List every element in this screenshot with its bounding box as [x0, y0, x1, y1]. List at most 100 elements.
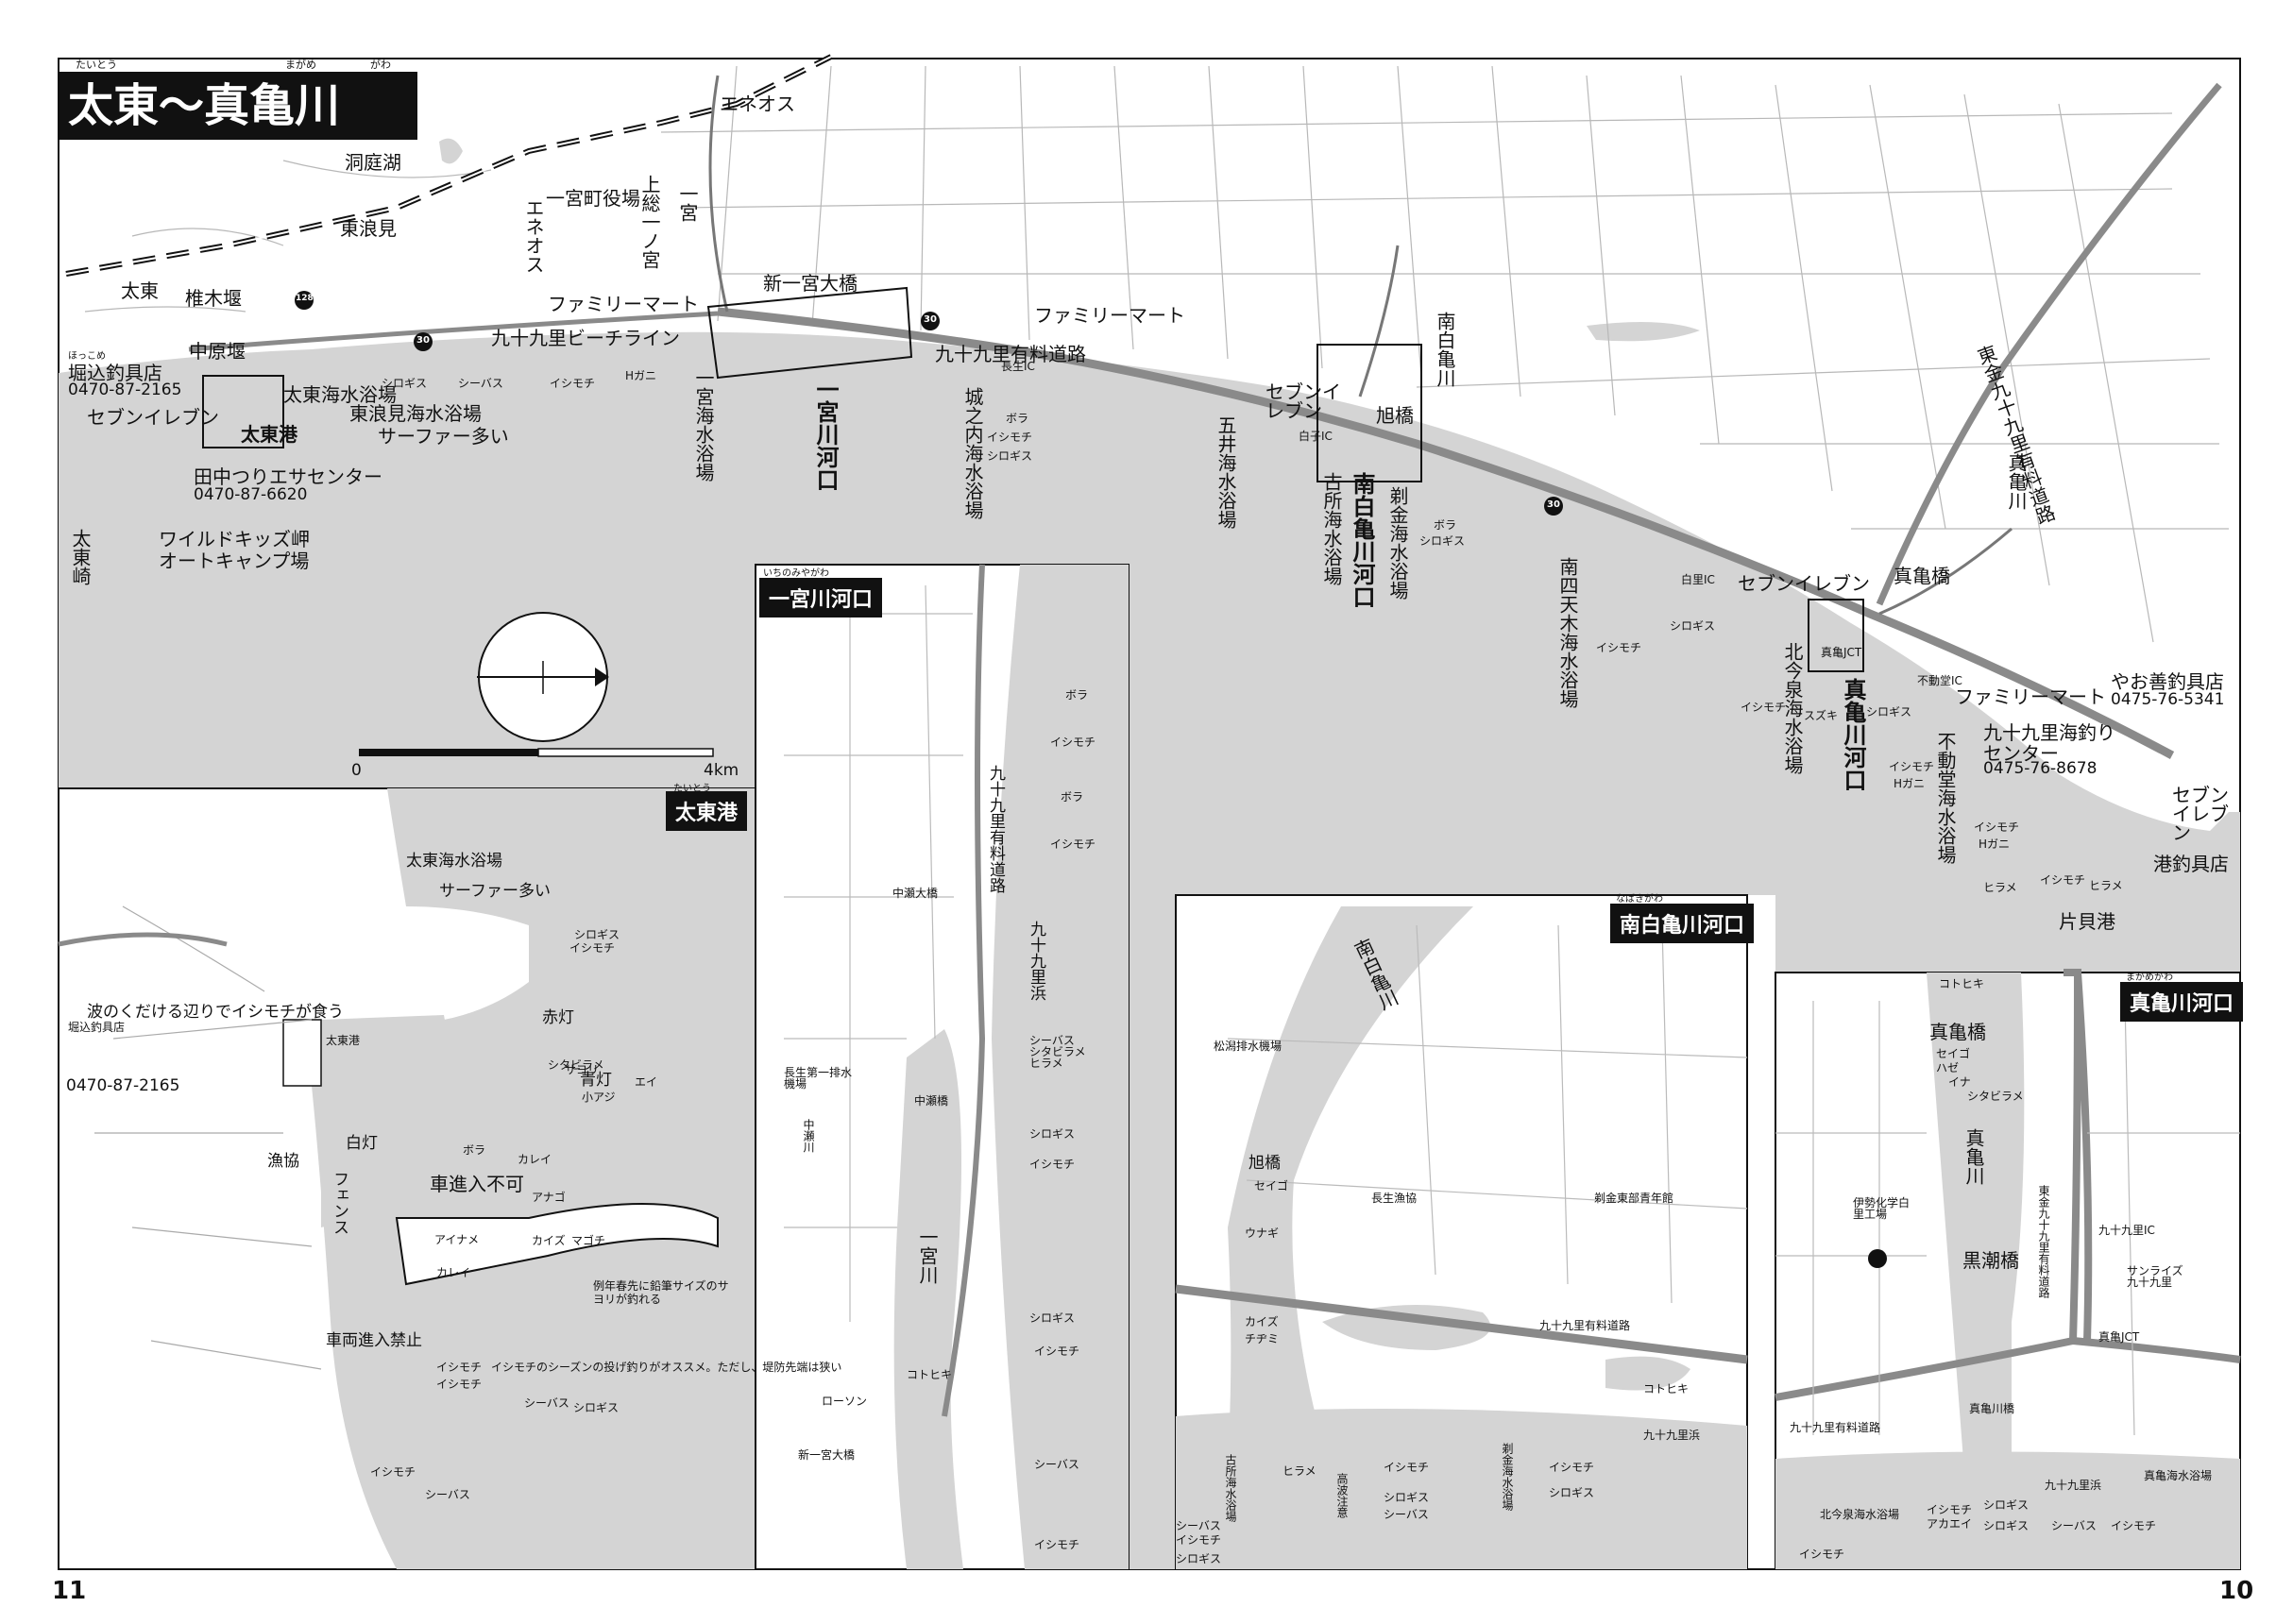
label-taito-cape: 太東崎: [69, 529, 92, 585]
magame-label: 九十九里IC: [2098, 1224, 2155, 1237]
magame-label: 伊勢化学白里工場: [1853, 1196, 1911, 1221]
label-h-gani: Hガニ: [625, 369, 657, 382]
label-magame-river: 真亀川: [2005, 453, 2028, 510]
label-familymart-1: ファミリーマート: [548, 293, 699, 315]
fish-label: ボラ: [1434, 518, 1457, 532]
beach-shironouchi: 城之内海水浴場: [961, 387, 984, 519]
label-nakabara-seki: 中原堰: [189, 340, 246, 363]
inset-taito: [58, 787, 756, 1570]
fish-label: シロギス: [1419, 534, 1466, 548]
label-taito-port: 太東港: [241, 423, 297, 446]
ichinomiya-fish: イシモチ: [1050, 837, 1096, 851]
ichinomiya-fish: シーバス: [1034, 1458, 1079, 1471]
nanpaku-fish: イシモチ: [1176, 1533, 1222, 1547]
label-ichinomiya-estuary: 一宮川河口: [812, 378, 839, 491]
taito-label: 白灯: [346, 1134, 378, 1153]
label-shirasato-ic: 白里IC: [1681, 573, 1715, 586]
magame-label: 東金九十九里有料道路: [2037, 1185, 2050, 1298]
ichinomiya-label: コトヒキ: [907, 1368, 953, 1381]
taito-fish: イシモチ: [436, 1378, 483, 1391]
inset-title-nanpaku: なばきがわ 南白亀川河口: [1610, 894, 1755, 943]
label-fudodo-ic: 不動堂IC: [1917, 674, 1962, 687]
label-seven-eleven-3: セブンイレブン: [2172, 784, 2229, 844]
nanpaku-fish: シーバス: [1176, 1519, 1221, 1532]
nanpaku-label: 長生漁協: [1371, 1192, 1418, 1205]
local-roads: [84, 65, 2229, 643]
magame-label: サンライズ九十九里: [2127, 1264, 2183, 1289]
taito-fish: カイズ: [532, 1234, 566, 1247]
magame-label: 真亀川: [1962, 1128, 1985, 1185]
ichinomiya-label: 中瀬橋: [914, 1094, 949, 1108]
title-ruby-1: たいとう: [76, 59, 117, 71]
ichinomiya-label: 九十九里有料道路: [986, 765, 1005, 893]
taito-port-marker: [202, 375, 284, 448]
label-nanpaku-estuary: 南白亀川河口: [1349, 472, 1375, 608]
nanpaku-fish: イシモチ: [1384, 1461, 1430, 1474]
taito-label: 漁協: [267, 1152, 299, 1171]
ichinomiya-label: 長生第一排水機場: [784, 1066, 853, 1091]
togane-toll-road: [1876, 82, 2222, 606]
magame-label: 九十九里浜: [2045, 1479, 2102, 1492]
map-title: 太東〜真亀川: [68, 79, 341, 132]
label-town-hall: 一宮町役場: [546, 187, 640, 210]
magame-fish: アカエイ: [1927, 1517, 1973, 1531]
ichinomiya-label: 中瀬大橋: [892, 887, 939, 900]
label-familymart-2: ファミリーマート: [1034, 304, 1185, 327]
fish-label: シロギス: [1670, 619, 1716, 633]
label-minato-tsurigu: 港釣具店: [2153, 853, 2229, 875]
label-shirako-ic: 白子IC: [1299, 430, 1333, 443]
route-shield-128: [295, 291, 314, 310]
scale-bar-dark: [359, 749, 538, 756]
beach-sorigane: 剃金海水浴場: [1386, 486, 1409, 600]
taito-label: 車進入不可: [430, 1173, 524, 1195]
label-taito: 太東: [121, 279, 159, 302]
taito-label: 赤灯: [542, 1008, 574, 1027]
inset-title-nanpaku-text: 南白亀川河口: [1620, 914, 1745, 938]
magame-fish: シロギス: [1983, 1498, 2030, 1512]
shop-tanaka: 田中つりエサセンター: [194, 465, 382, 488]
ichinomiya-label: 一宮川: [916, 1227, 939, 1284]
taito-label: 太東海水浴場: [406, 852, 502, 871]
taito-label: イシモチのシーズンの投げ釣りがオススメ。ただし、堤防先端は狭い: [491, 1361, 842, 1374]
fish-label: イシモチ: [1596, 641, 1642, 654]
taito-fish: ボラ: [463, 1143, 486, 1157]
beach-goi: 五井海水浴場: [1214, 415, 1237, 529]
ichinomiya-label: 新一宮大橋: [798, 1448, 856, 1462]
magame-label: セイゴ: [1936, 1047, 1971, 1060]
label-magame-jct: 真亀JCT: [1821, 646, 1862, 659]
magame-river-line: [1878, 527, 2013, 616]
shop-horigome-tel: 0470-87-2165: [68, 381, 182, 399]
fish-label: シロギス: [382, 377, 428, 390]
nanpaku-label: 剃金東部青年館: [1594, 1192, 1674, 1205]
nanpaku-fish: シロギス: [1176, 1552, 1222, 1565]
ichinomiya-label: 九十九里浜: [1027, 921, 1045, 1001]
route-shield-30c: [414, 332, 433, 351]
route-number: 30: [1547, 499, 1560, 510]
shop-horigome-ruby: ほっこめ: [68, 351, 106, 362]
route-number: 128: [296, 294, 314, 303]
nanpaku-river: [1358, 245, 1400, 398]
inset-title-taito-text: 太東港: [675, 802, 739, 825]
shop-kujukuri-tsuri: 九十九里海釣りセンター: [1983, 721, 2115, 765]
inset-magame: [1775, 969, 2241, 1570]
label-shiiki-seki: 椎木堰: [185, 287, 242, 310]
page-number-left: 11: [52, 1577, 87, 1605]
ichinomiya-fish: イシモチ: [1029, 1158, 1076, 1171]
nanpaku-fish: シーバス: [1384, 1508, 1429, 1521]
fish-label: イシモチ: [2040, 873, 2086, 887]
taito-label: 太東港: [326, 1034, 361, 1047]
route-shield-30: [921, 312, 940, 330]
inset-title-ichinomiya-text: 一宮川河口: [769, 588, 874, 612]
magame-marker: [1808, 599, 1864, 672]
inset-title-taito-ruby: たいとう: [673, 784, 711, 794]
beach-fudodo: 不動堂海水浴場: [1934, 732, 1957, 864]
magame-fish: シーバス: [2051, 1519, 2097, 1532]
fish-label: シロギス: [1866, 705, 1912, 719]
title-ruby-2: まがめ: [285, 59, 316, 71]
label-camp: ワイルドキッズ岬オートキャンプ場: [159, 528, 310, 572]
scale-end: 4km: [704, 761, 739, 780]
kujukuri-toll-road: [717, 307, 2175, 759]
label-seven-eleven-taito: セブンイレブン: [87, 406, 219, 429]
fish-label: ヒラメ: [1983, 881, 2017, 894]
